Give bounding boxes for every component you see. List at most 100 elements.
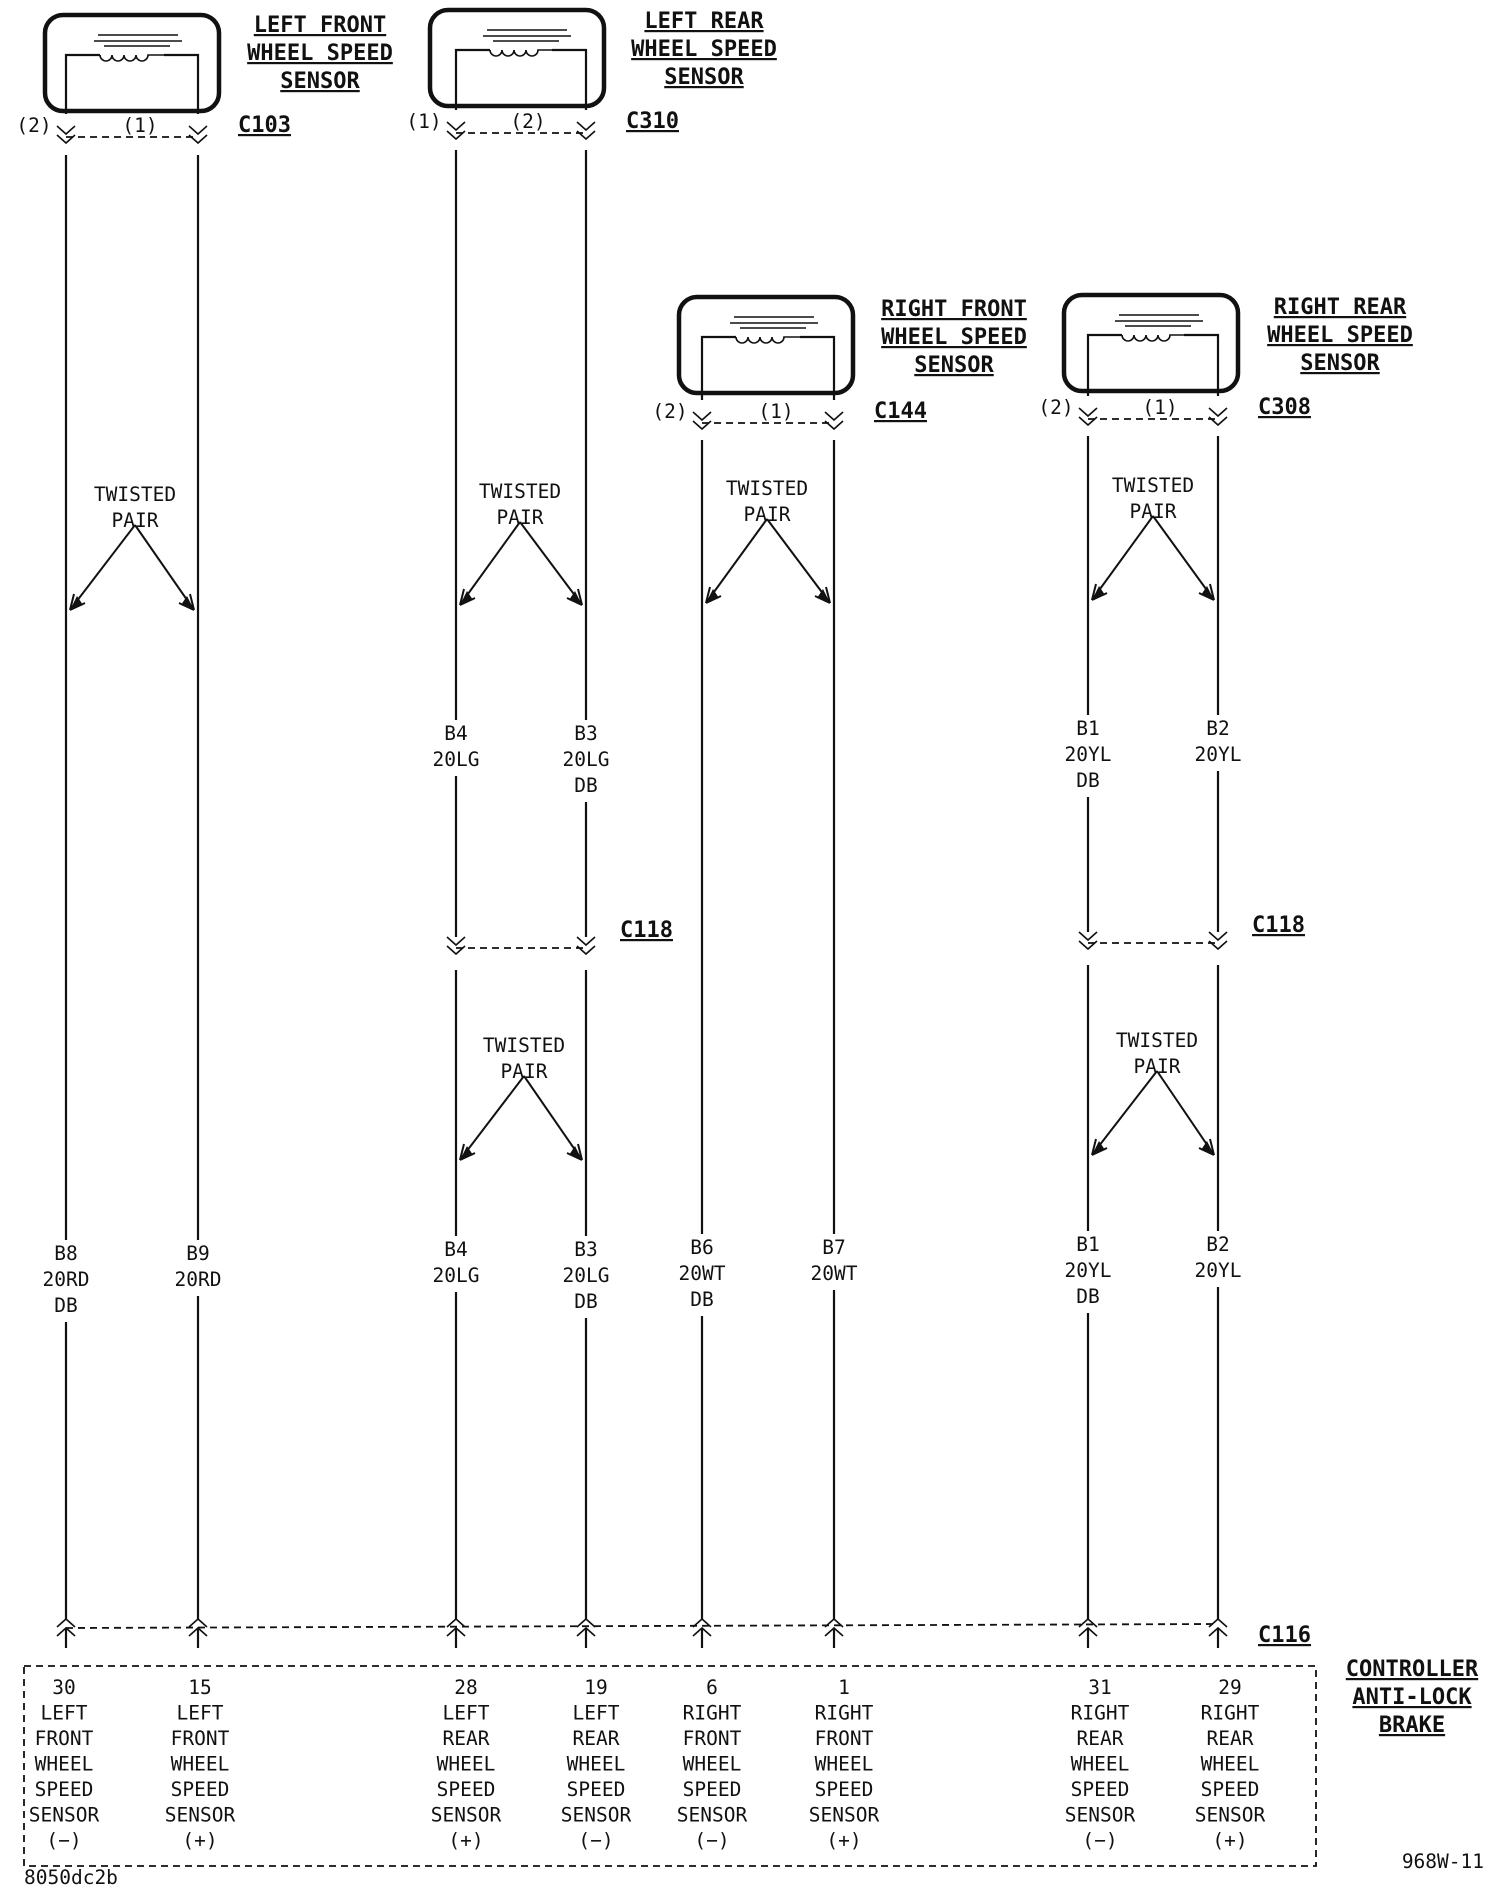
lf-sensor-body: [42, 12, 222, 114]
lr-right-lower-wire-code: DB: [574, 1290, 597, 1313]
rr-sensor-title: WHEEL SPEED: [1267, 323, 1413, 348]
lr-c118-connector-left-chevron: [446, 936, 466, 956]
controller-terminal-4: SPEED: [683, 1778, 742, 1801]
rf-connector-id: C144: [874, 399, 927, 424]
rr-sensor-body: [1061, 292, 1241, 394]
lr-coil-icon: [489, 49, 552, 57]
controller-terminal-4: RIGHT: [683, 1702, 742, 1725]
rf-left-wire-code: B6: [690, 1236, 713, 1259]
rr-sensor-title: SENSOR: [1300, 351, 1380, 376]
lf-sensor-title: LEFT FRONT: [254, 13, 386, 38]
controller-terminal-5: FRONT: [815, 1727, 874, 1750]
controller-terminal-2: REAR: [443, 1727, 490, 1750]
controller-terminal-7: 29: [1218, 1676, 1241, 1699]
lr-sensor-body: [427, 7, 607, 109]
rr-twisted-pair-upper-arrows: [1091, 515, 1215, 601]
controller-terminal-7: SPEED: [1201, 1778, 1260, 1801]
rr-twisted-pair-lower-arrows: [1091, 1070, 1215, 1156]
rr-twisted-pair-lower-label: TWISTED: [1116, 1029, 1198, 1052]
controller-terminal-6: (−): [1082, 1829, 1117, 1852]
lf-sensor-title: SENSOR: [280, 69, 360, 94]
lr-right-upper-wire-code: B3: [574, 722, 597, 745]
controller-terminal-7: RIGHT: [1201, 1702, 1260, 1725]
lr-left-upper-wire-code: B4: [444, 722, 467, 745]
lr-sensor-title: WHEEL SPEED: [631, 37, 777, 62]
controller-terminal-3: SENSOR: [561, 1804, 632, 1827]
lr-twisted-pair-lower-label: PAIR: [501, 1060, 548, 1083]
lr-twisted-pair-lower-label: TWISTED: [483, 1034, 565, 1057]
rf-right-wire-code: 20WT: [811, 1262, 858, 1285]
rr-left-upper-wire-code: B1: [1076, 717, 1099, 740]
controller-terminal-7: WHEEL: [1201, 1753, 1260, 1776]
controller-terminal-1: SPEED: [171, 1778, 230, 1801]
rr-right-lower-wire-code: B2: [1206, 1233, 1229, 1256]
lr-left-lower-wire-code: B4: [444, 1238, 467, 1261]
rf-right-wire-code: B7: [822, 1236, 845, 1259]
c116-connector-shell: [65, 1623, 1219, 1629]
controller-terminal-5: 1: [838, 1676, 850, 1699]
lr-pin-left-chevron: [446, 121, 466, 141]
lr-sensor-title: LEFT REAR: [644, 9, 764, 34]
controller-terminal-1: LEFT: [177, 1702, 224, 1725]
lf-twisted-pair-label: TWISTED: [94, 483, 176, 506]
lf-pin-left-chevron: [56, 125, 76, 145]
lf-connector-id: C103: [238, 113, 291, 138]
abs-controller-title: BRAKE: [1379, 1713, 1445, 1738]
controller-terminal-3: (−): [578, 1829, 613, 1852]
controller-terminal-2: LEFT: [443, 1702, 490, 1725]
rr-coil-icon: [1121, 334, 1184, 342]
lf-left-wire-code: 20RD: [43, 1268, 90, 1291]
lr-c118-connector-right-chevron: [576, 936, 596, 956]
rf-left-wire-code: 20WT: [679, 1262, 726, 1285]
lf-coil-icon: [99, 54, 164, 62]
controller-terminal-0: WHEEL: [35, 1753, 94, 1776]
rf-pin-left-chevron: [692, 411, 712, 431]
controller-terminal-1: SENSOR: [165, 1804, 236, 1827]
controller-terminal-0: SPEED: [35, 1778, 94, 1801]
rf-twisted-pair-label: PAIR: [744, 503, 791, 526]
controller-terminal-6: WHEEL: [1071, 1753, 1130, 1776]
controller-terminal-3: REAR: [573, 1727, 620, 1750]
lr-c118-connector-id: C118: [620, 918, 673, 943]
lr-sensor-title: SENSOR: [664, 65, 744, 90]
controller-terminal-5: SPEED: [815, 1778, 874, 1801]
lf-pin-left: (2): [16, 114, 51, 137]
controller-terminal-6: REAR: [1077, 1727, 1124, 1750]
rf-coil-icon: [735, 336, 800, 344]
rr-c118-connector-left-chevron: [1078, 931, 1098, 951]
rr-twisted-pair-upper-label: PAIR: [1130, 500, 1177, 523]
rr-twisted-pair-lower-label: PAIR: [1134, 1055, 1181, 1078]
controller-terminal-1: FRONT: [171, 1727, 230, 1750]
lr-pin-right-chevron: [576, 121, 596, 141]
lf-wheel-speed-sensor: [42, 12, 222, 114]
rf-pin-right: (1): [758, 400, 793, 423]
c116-connector-id: C116: [1258, 1623, 1311, 1648]
lf-right-wire-code: B9: [186, 1242, 209, 1265]
abs-controller-title: ANTI-LOCK: [1352, 1685, 1472, 1710]
controller-terminal-0: 30: [52, 1676, 75, 1699]
lf-pin-right: (1): [122, 114, 157, 137]
rf-sensor-title: SENSOR: [914, 353, 994, 378]
rr-left-upper-wire-code: DB: [1076, 769, 1099, 792]
controller-terminal-5: (+): [826, 1829, 861, 1852]
rr-pin-left-chevron: [1078, 407, 1098, 427]
rr-left-lower-wire-code: B1: [1076, 1233, 1099, 1256]
lr-left-lower-wire-code: 20LG: [433, 1264, 480, 1287]
rr-pin-right-chevron: [1208, 407, 1228, 427]
lr-right-upper-wire-code: 20LG: [563, 748, 610, 771]
controller-terminal-3: SPEED: [567, 1778, 626, 1801]
controller-terminal-7: (+): [1212, 1829, 1247, 1852]
controller-terminal-6: RIGHT: [1071, 1702, 1130, 1725]
rf-sensor-title: RIGHT FRONT: [881, 297, 1027, 322]
rf-left-wire-code: DB: [690, 1288, 713, 1311]
controller-terminal-4: FRONT: [683, 1727, 742, 1750]
rr-left-upper-wire-code: 20YL: [1065, 743, 1112, 766]
controller-terminal-7: REAR: [1207, 1727, 1254, 1750]
controller-terminal-5: RIGHT: [815, 1702, 874, 1725]
controller-terminal-4: SENSOR: [677, 1804, 748, 1827]
lr-right-lower-wire-code: 20LG: [563, 1264, 610, 1287]
lf-twisted-pair-label: PAIR: [112, 509, 159, 532]
controller-terminal-6: SENSOR: [1065, 1804, 1136, 1827]
controller-terminal-0: SENSOR: [29, 1804, 100, 1827]
